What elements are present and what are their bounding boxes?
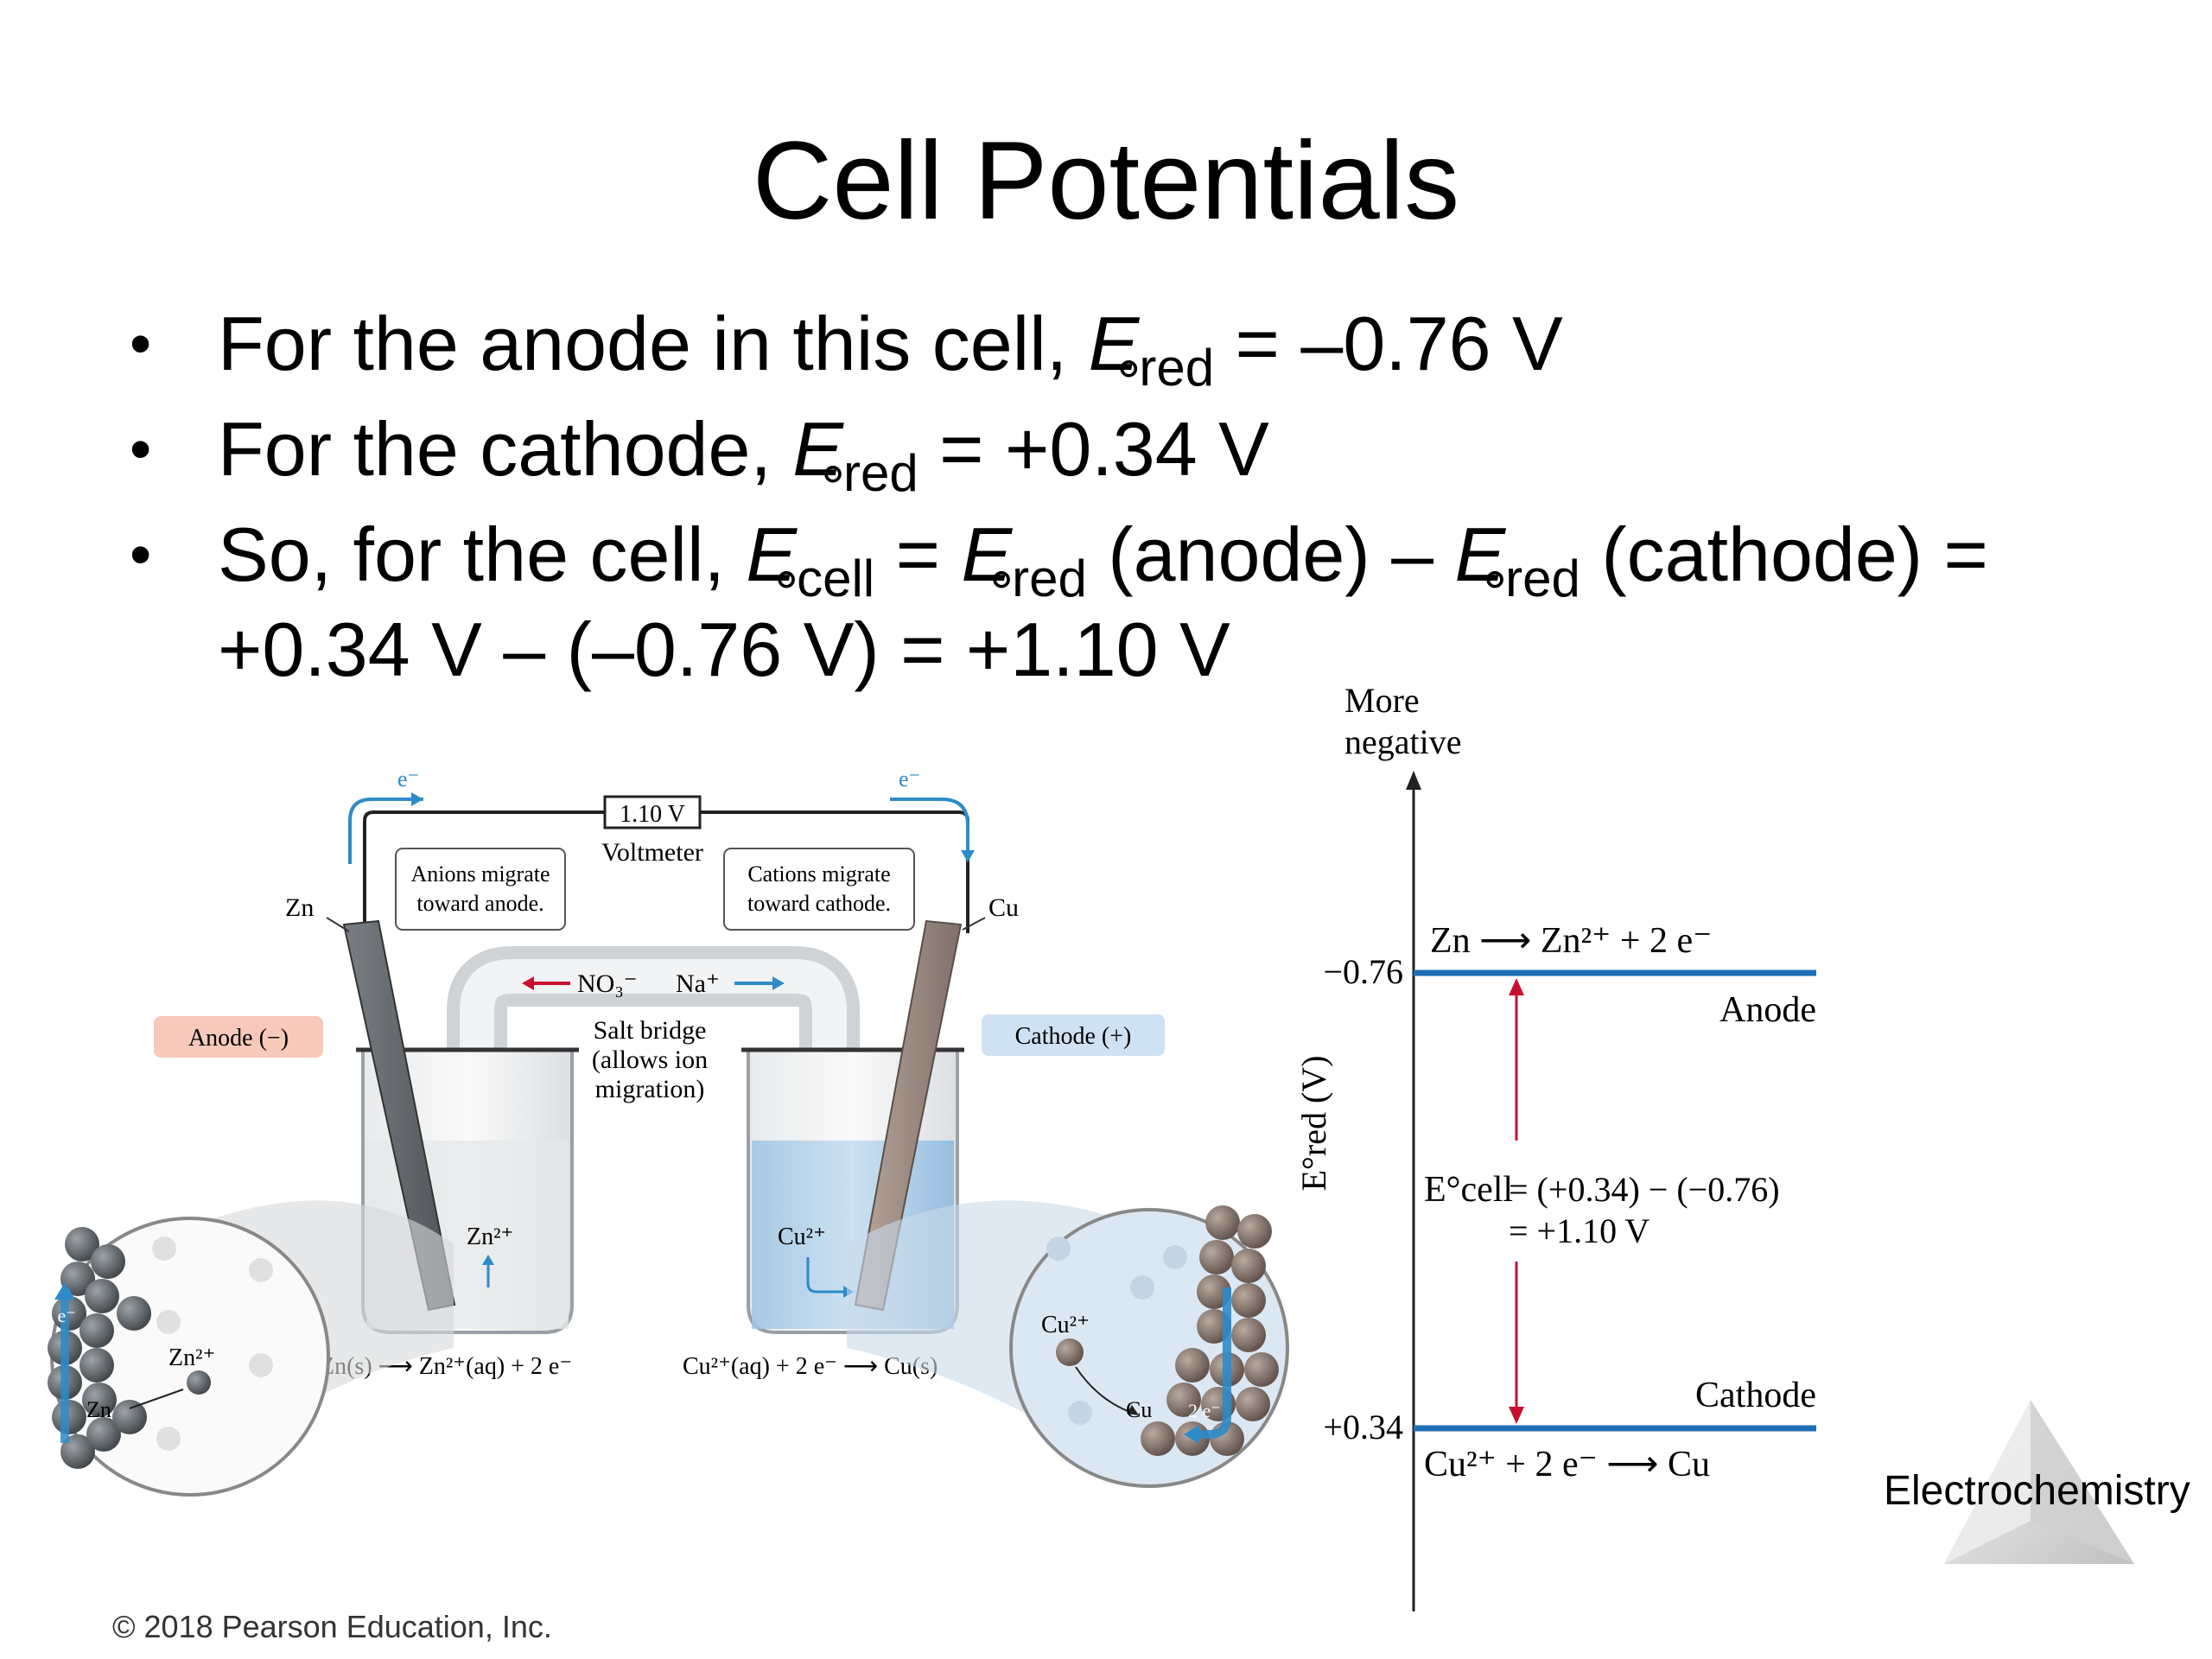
salt-bridge-line3: migration) <box>595 1075 705 1103</box>
cathode-level-role: Cathode <box>1695 1376 1816 1415</box>
bullet-anode-pre: For the anode in this cell, <box>218 301 1089 386</box>
anion-note-line2: toward anode. <box>416 891 543 916</box>
potential-ladder-diagram: More negative E°red (V) −0.76 Zn ⟶ Zn²⁺ … <box>1294 681 1816 1611</box>
sub-cell: cell <box>797 550 875 607</box>
bullet-anode-value: = –0.76 V <box>1214 301 1563 386</box>
anode-badge <box>154 1016 323 1058</box>
anion-note-box <box>395 848 566 931</box>
zoom-left-e-label: 2 e⁻ <box>43 1305 76 1326</box>
anode-badge-label: Anode (−) <box>188 1025 289 1052</box>
zn-ion-label: Zn²⁺ <box>467 1224 513 1250</box>
pyramid-logo <box>1944 1400 2134 1564</box>
galvanic-cell-diagram: 1.10 V Voltmeter e⁻ e⁻ Anions migrate to… <box>43 766 1289 1497</box>
ecell-symbol: E°cell <box>1424 1170 1513 1210</box>
electron-arrow-left <box>348 798 423 864</box>
voltmeter-label: Voltmeter <box>601 838 703 867</box>
axis-label: E°red (V) <box>1294 1055 1333 1191</box>
voltmeter-value: 1.10 V <box>620 801 685 828</box>
bullet-dot: • <box>130 309 152 378</box>
cathode-level-value: +0.34 <box>1323 1408 1403 1446</box>
anode-level-value: −0.76 <box>1323 952 1403 991</box>
sub-red: red <box>1012 550 1087 607</box>
anion-note-line1: Anions migrate <box>410 861 550 887</box>
sub-red: red <box>1505 550 1580 607</box>
no3-label: NO₃⁻ <box>577 969 638 998</box>
cu-label: Cu <box>988 893 1019 922</box>
electron-label-left: e⁻ <box>397 766 419 791</box>
equals: = <box>874 512 962 597</box>
zinc-electrode <box>342 919 456 1312</box>
bullet-cell-pre: So, for the cell, <box>218 512 747 597</box>
copyright: © 2018 Pearson Education, Inc. <box>112 1609 552 1644</box>
sub-red: red <box>1139 339 1215 397</box>
zn-ion-atom <box>187 1370 211 1395</box>
bullet-dot: • <box>130 415 152 484</box>
zn-label: Zn <box>285 893 314 922</box>
cation-note-line1: Cations migrate <box>747 861 890 887</box>
y-axis-arrow <box>1406 771 1421 790</box>
cu-ion-atom <box>1056 1338 1084 1366</box>
no3-arrow <box>522 976 534 990</box>
zoom-right-ion-label: Cu²⁺ <box>1041 1312 1090 1338</box>
slide-title: Cell Potentials <box>752 119 1460 243</box>
salt-bridge-line2: (allows ion <box>592 1046 708 1074</box>
cation-note-line2: toward cathode. <box>747 891 891 916</box>
bullet-cathode-value: = +0.34 V <box>918 406 1269 492</box>
na-arrow <box>772 976 785 990</box>
voltmeter-box <box>603 795 702 830</box>
zoom-left-ion-label: Zn²⁺ <box>168 1344 215 1371</box>
cathode-level-reaction: Cu²⁺ + 2 e⁻ ⟶ Cu <box>1424 1445 1710 1484</box>
bullet-cell-result: +0.34 V – (–0.76 V) = +1.10 V <box>218 607 1230 692</box>
anode-level-reaction: Zn ⟶ Zn²⁺ + 2 e⁻ <box>1430 921 1712 961</box>
cation-note-box <box>723 848 915 931</box>
electron-arrow-right <box>890 798 969 855</box>
zoom-left-atom-label: Zn <box>86 1397 111 1422</box>
sub-red: red <box>843 444 918 502</box>
zoom-right-electron-arrow <box>1192 1287 1231 1439</box>
cathode-term: (cathode) = <box>1580 512 1988 597</box>
axis-top-line2: negative <box>1344 722 1462 761</box>
bullet-cathode-pre: For the cathode, <box>218 406 793 492</box>
footer-label: Electrochemistry <box>1884 1468 2190 1514</box>
bullet-dot: • <box>130 520 152 589</box>
salt-bridge-line1: Salt bridge <box>594 1016 707 1045</box>
na-label: Na⁺ <box>676 969 720 998</box>
cathode-badge <box>982 1014 1165 1056</box>
cu-ion-label: Cu²⁺ <box>778 1224 826 1250</box>
zoom-right-e-label: 2 e⁻ <box>1188 1400 1221 1421</box>
zoom-right-atom-label: Cu <box>1126 1397 1152 1422</box>
ecell-equation-2: = +1.10 V <box>1509 1211 1649 1250</box>
anode-term: (anode) – <box>1086 512 1455 597</box>
anode-level-role: Anode <box>1719 990 1816 1030</box>
ecell-equation-1: = (+0.34) − (−0.76) <box>1509 1170 1780 1209</box>
axis-top-line1: More <box>1344 681 1420 720</box>
electron-label-right: e⁻ <box>899 766 920 791</box>
cathode-badge-label: Cathode (+) <box>1015 1023 1132 1050</box>
wire-left <box>363 810 605 933</box>
